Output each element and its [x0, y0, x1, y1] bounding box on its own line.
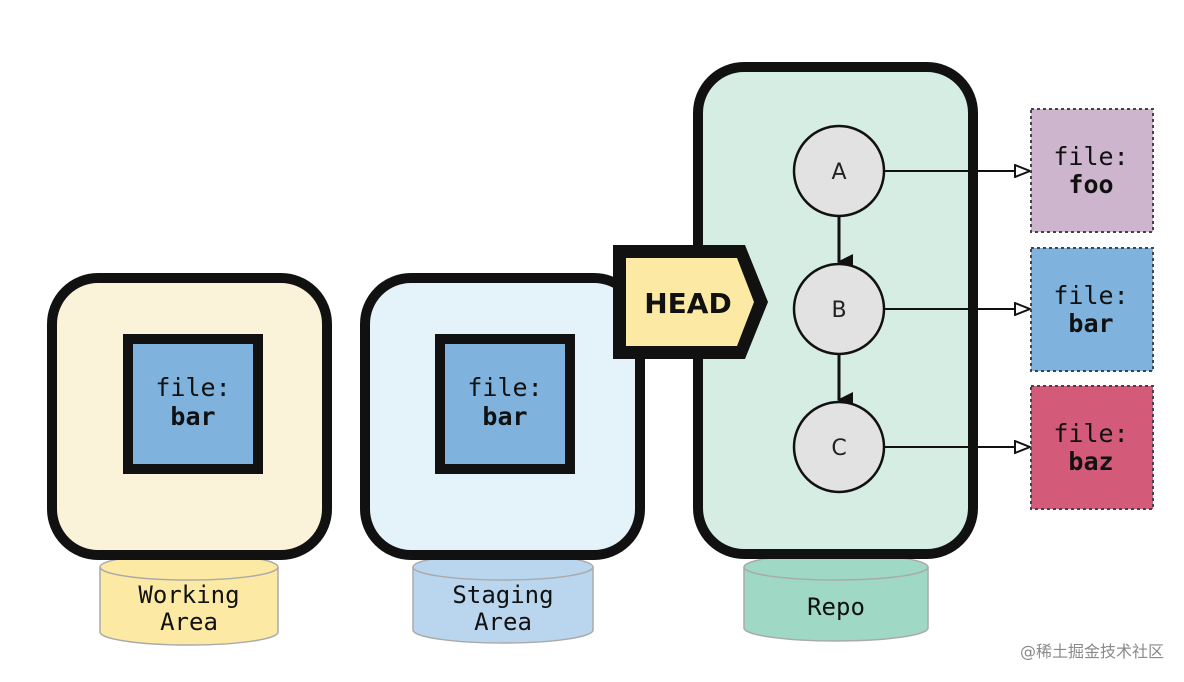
snapshot-baz-prefix: file:	[1053, 419, 1128, 448]
working-area-label-line1: Working	[138, 581, 239, 609]
staging-area-label-line1: Staging	[452, 581, 553, 609]
staging-file-card	[435, 334, 575, 474]
working-area-label-line2: Area	[160, 608, 218, 636]
staging-area-label-line2: Area	[474, 608, 532, 636]
snapshot-bar-name: bar	[1068, 309, 1113, 338]
working-area: file: bar Working Area	[47, 273, 332, 646]
commit-a-label: A	[831, 160, 846, 185]
staging-area-base	[412, 553, 594, 644]
commit-c: C	[792, 400, 886, 494]
staging-file-name: bar	[482, 402, 527, 431]
commit-a: A	[792, 124, 886, 218]
repo-base	[743, 553, 929, 642]
staging-file-prefix: file:	[467, 373, 542, 402]
snapshot-bar-prefix: file:	[1053, 281, 1128, 310]
head-label: HEAD	[644, 287, 731, 320]
working-file-prefix: file:	[155, 373, 230, 402]
snapshot-baz-name: baz	[1068, 447, 1113, 476]
snapshot-file-bar: file: bar	[1030, 247, 1154, 372]
commit-b-label: B	[831, 298, 846, 323]
head-pointer: HEAD	[613, 245, 768, 359]
snapshot-foo-prefix: file:	[1053, 142, 1128, 171]
commit-c-label: C	[831, 436, 846, 461]
snapshot-foo-name: foo	[1068, 170, 1113, 199]
snapshot-file-baz: file: baz	[1030, 385, 1154, 510]
snapshot-file-foo: file: foo	[1030, 108, 1154, 233]
working-file-card	[123, 334, 263, 474]
watermark: @稀土掘金技术社区	[1020, 642, 1164, 661]
staging-area: file: bar Staging Area	[360, 273, 645, 644]
repo-label: Repo	[807, 593, 865, 621]
commit-b: B	[792, 262, 886, 356]
working-file-name: bar	[170, 402, 215, 431]
